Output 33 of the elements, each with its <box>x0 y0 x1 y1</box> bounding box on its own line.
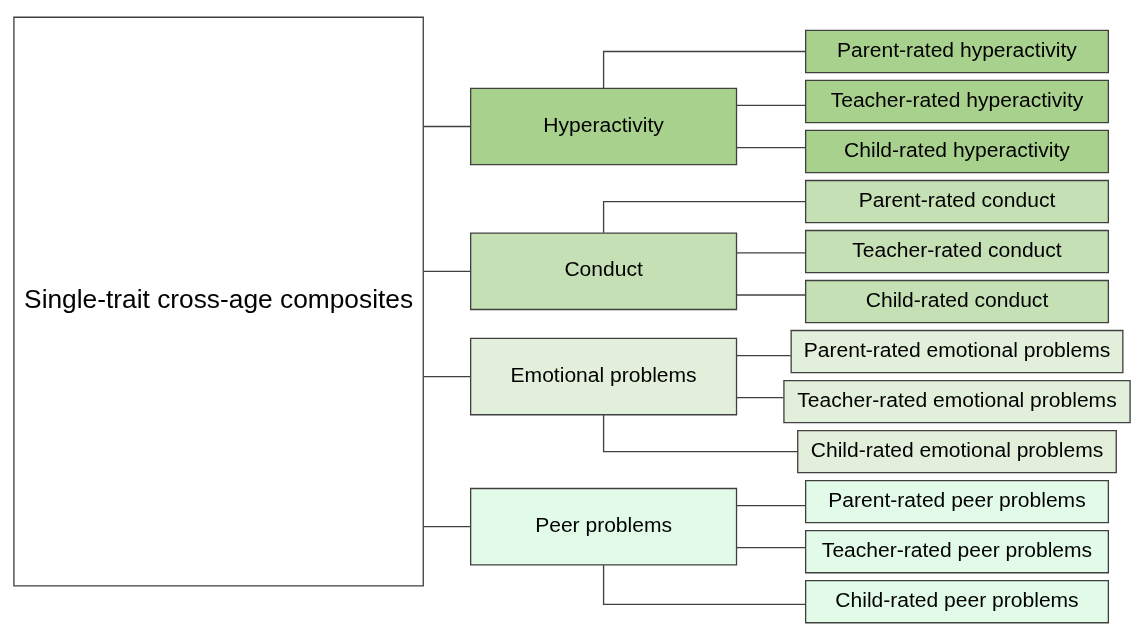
node-box: Child-rated hyperactivity <box>804 129 1110 173</box>
connector <box>602 563 807 605</box>
connector <box>736 104 807 106</box>
node-box: Single-trait cross-age composites <box>13 16 424 587</box>
connector <box>422 375 471 377</box>
node-box: Conduct <box>470 231 738 310</box>
connector <box>602 413 798 452</box>
connector <box>736 293 807 296</box>
connector <box>736 546 807 548</box>
node-box: Parent-rated hyperactivity <box>804 29 1110 73</box>
connector <box>736 146 807 148</box>
node-box: Child-rated emotional problems <box>797 429 1117 473</box>
node-box: Teacher-rated emotional problems <box>783 379 1131 423</box>
connector <box>736 251 807 254</box>
connector <box>736 504 807 506</box>
node-box: Hyperactivity <box>470 87 738 165</box>
node-box: Emotional problems <box>470 337 738 415</box>
connector <box>422 525 471 527</box>
node-box: Parent-rated emotional problems <box>790 329 1124 373</box>
node-box: Teacher-rated hyperactivity <box>804 79 1110 123</box>
node-box: Peer problems <box>470 487 738 565</box>
connector <box>422 270 471 272</box>
node-box: Parent-rated peer problems <box>804 479 1110 523</box>
connector <box>422 125 471 127</box>
node-box: Parent-rated conduct <box>804 179 1110 223</box>
connector <box>736 354 792 356</box>
connector <box>602 200 807 233</box>
connector <box>736 396 785 398</box>
node-box: Teacher-rated peer problems <box>804 529 1110 573</box>
node-box: Child-rated peer problems <box>804 579 1110 623</box>
node-box: Child-rated conduct <box>804 279 1110 323</box>
node-box: Teacher-rated conduct <box>804 229 1110 273</box>
connector <box>602 50 807 89</box>
